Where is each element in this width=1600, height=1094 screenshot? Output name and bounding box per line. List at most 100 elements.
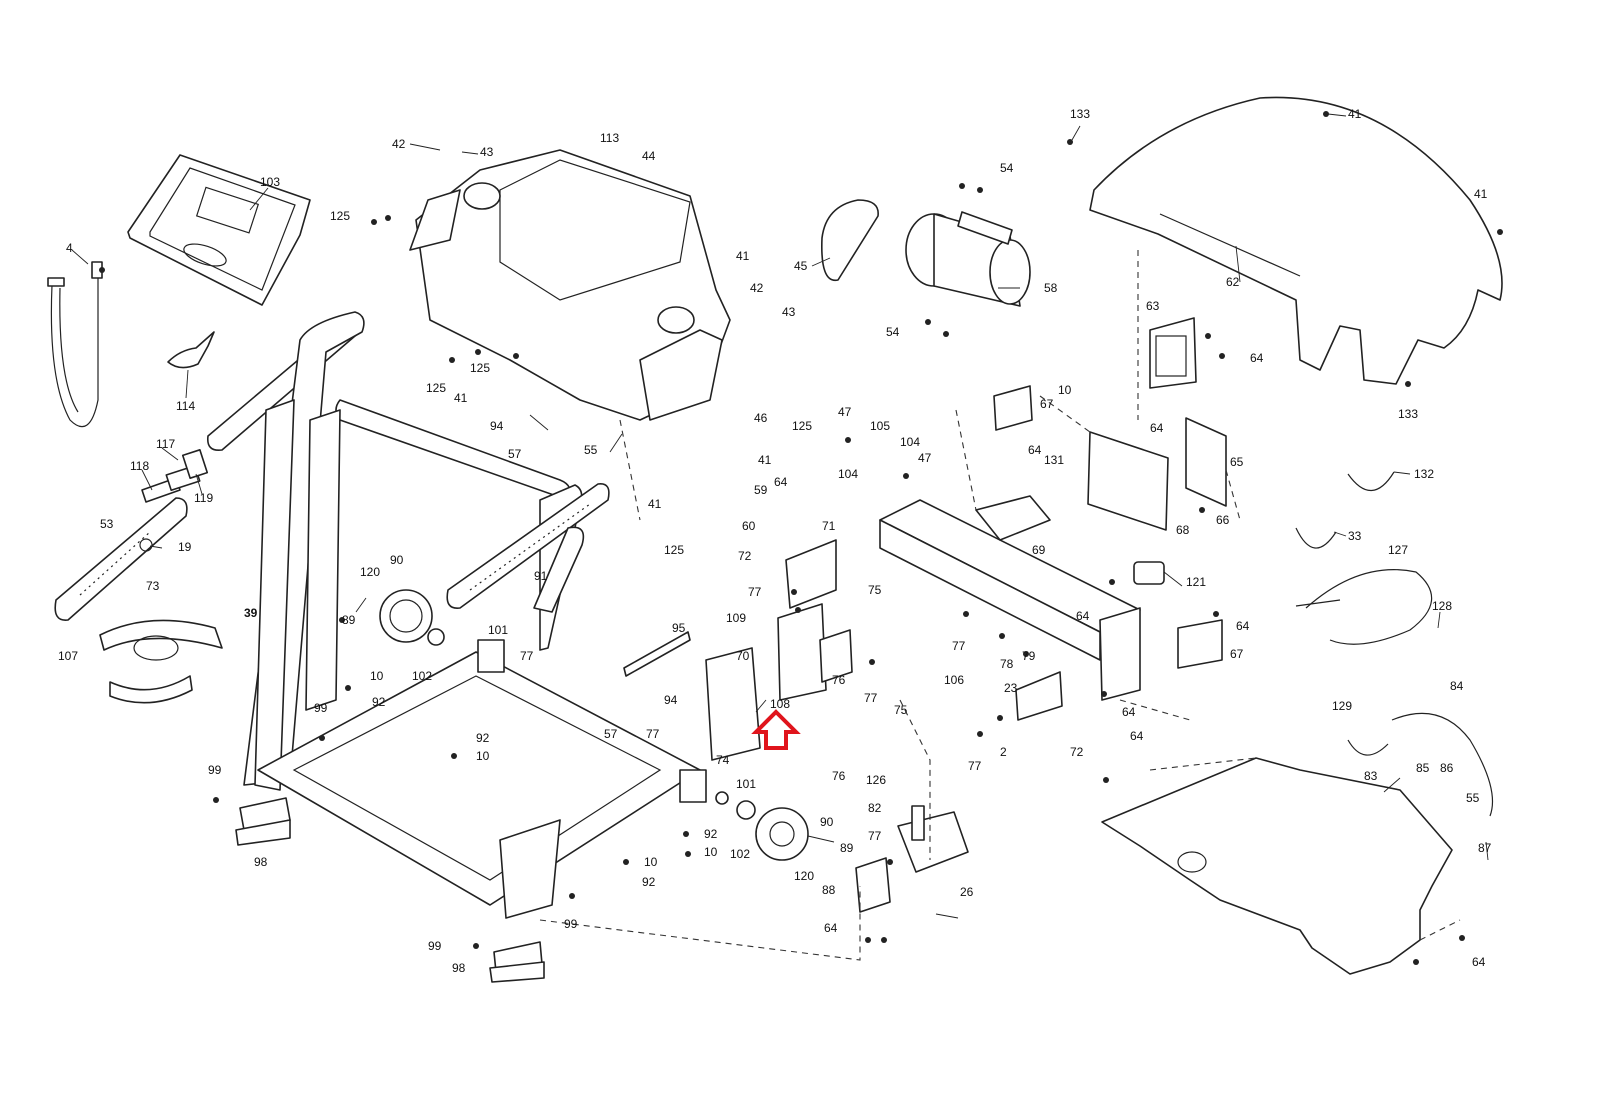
callout-132: 132 (1414, 467, 1434, 481)
callout-47b: 47 (918, 451, 932, 465)
callout-64d: 64 (774, 475, 788, 489)
callout-107: 107 (58, 649, 78, 663)
callout-77g: 77 (868, 829, 882, 843)
console-overlay (127, 154, 311, 306)
assembly-guides (539, 250, 1461, 961)
callout-90b: 90 (820, 815, 834, 829)
callout-10c: 10 (704, 845, 718, 859)
callout-77e: 77 (864, 691, 878, 705)
callout-64h: 64 (1130, 729, 1144, 743)
callout-64i: 64 (824, 921, 838, 935)
callout-33: 33 (1348, 529, 1362, 543)
drive-lift-motor (855, 805, 969, 913)
callout-127: 127 (1388, 543, 1408, 557)
power-cord (1295, 569, 1433, 645)
callout-103: 103 (260, 175, 280, 189)
right-handrail-grip (446, 483, 610, 609)
callout-71: 71 (822, 519, 836, 533)
callout-69: 69 (1032, 543, 1046, 557)
callout-133: 133 (1070, 107, 1090, 121)
callout-94b: 94 (664, 693, 678, 707)
callout-125: 125 (330, 209, 350, 223)
motor-hood-base (1101, 757, 1453, 975)
callout-64g: 64 (1122, 705, 1136, 719)
callout-26: 26 (960, 885, 974, 899)
callout-99d: 99 (428, 939, 442, 953)
callout-102b: 102 (730, 847, 750, 861)
leader-lines (71, 113, 1489, 919)
callout-77b: 77 (646, 727, 660, 741)
callout-64e: 64 (1076, 609, 1090, 623)
fastener-markers (99, 111, 1503, 965)
callout-98b: 98 (452, 961, 466, 975)
callout-labels: 4 103 114 117 118 119 53 19 73 107 39 12… (58, 107, 1492, 975)
callout-117: 117 (156, 437, 175, 451)
drive-motor (905, 211, 1031, 307)
rear-rollers (379, 589, 809, 861)
callout-94: 94 (490, 419, 504, 433)
callout-64f: 64 (1236, 619, 1250, 633)
callout-77: 77 (520, 649, 534, 663)
callout-41b: 41 (454, 391, 468, 405)
motor-hood (1089, 96, 1503, 385)
callout-106: 106 (944, 673, 964, 687)
callout-90: 90 (390, 553, 404, 567)
callout-75b: 75 (894, 703, 908, 717)
callout-125c: 125 (470, 361, 490, 375)
left-handrail-grip (54, 497, 188, 621)
callout-114: 114 (176, 399, 195, 413)
callout-83: 83 (1364, 769, 1378, 783)
callout-88: 88 (822, 883, 836, 897)
callout-19: 19 (178, 540, 192, 554)
callout-86: 86 (1440, 761, 1454, 775)
callout-68: 68 (1176, 523, 1190, 537)
callout-84: 84 (1450, 679, 1464, 693)
callout-58: 58 (1044, 281, 1058, 295)
callout-39: 39 (244, 606, 258, 620)
callout-133b: 133 (1398, 407, 1418, 421)
callout-42b: 42 (750, 281, 764, 295)
callout-41: 41 (736, 249, 750, 263)
callout-87: 87 (1478, 841, 1492, 855)
callout-108: 108 (770, 697, 790, 711)
motor-hood-bracket (533, 526, 691, 677)
callout-101b: 101 (736, 777, 756, 791)
callout-72: 72 (738, 549, 752, 563)
callout-102: 102 (412, 669, 432, 683)
foot-pads (235, 797, 545, 983)
controller-board (1149, 317, 1197, 389)
callout-98: 98 (254, 855, 268, 869)
console-cable (47, 261, 103, 428)
callout-125b: 125 (426, 381, 446, 395)
callout-119: 119 (194, 491, 213, 505)
callout-131: 131 (1044, 453, 1064, 467)
upright-frame (243, 311, 583, 791)
callout-63: 63 (1146, 299, 1160, 313)
callout-89b: 89 (840, 841, 854, 855)
callout-78: 78 (1000, 657, 1014, 671)
callout-62: 62 (1226, 275, 1240, 289)
callout-92c: 92 (704, 827, 718, 841)
callout-41f: 41 (1474, 187, 1488, 201)
callout-42: 42 (392, 137, 406, 151)
callout-64: 64 (1250, 351, 1264, 365)
callout-67: 67 (1040, 397, 1054, 411)
callout-10d: 10 (644, 855, 658, 869)
callout-92b: 92 (476, 731, 490, 745)
callout-101: 101 (488, 623, 508, 637)
callout-77d: 77 (952, 639, 966, 653)
callout-4: 4 (66, 241, 73, 255)
callout-41d: 41 (648, 497, 662, 511)
callout-46: 46 (754, 411, 768, 425)
callout-89: 89 (342, 613, 356, 627)
callout-99: 99 (314, 701, 328, 715)
callout-82: 82 (868, 801, 882, 815)
callout-47: 47 (838, 405, 852, 419)
callout-64j: 64 (1472, 955, 1486, 969)
callout-74: 74 (716, 753, 730, 767)
callout-54b: 54 (886, 325, 900, 339)
callout-105: 105 (870, 419, 890, 433)
callout-85: 85 (1416, 761, 1430, 775)
callout-95: 95 (672, 621, 686, 635)
